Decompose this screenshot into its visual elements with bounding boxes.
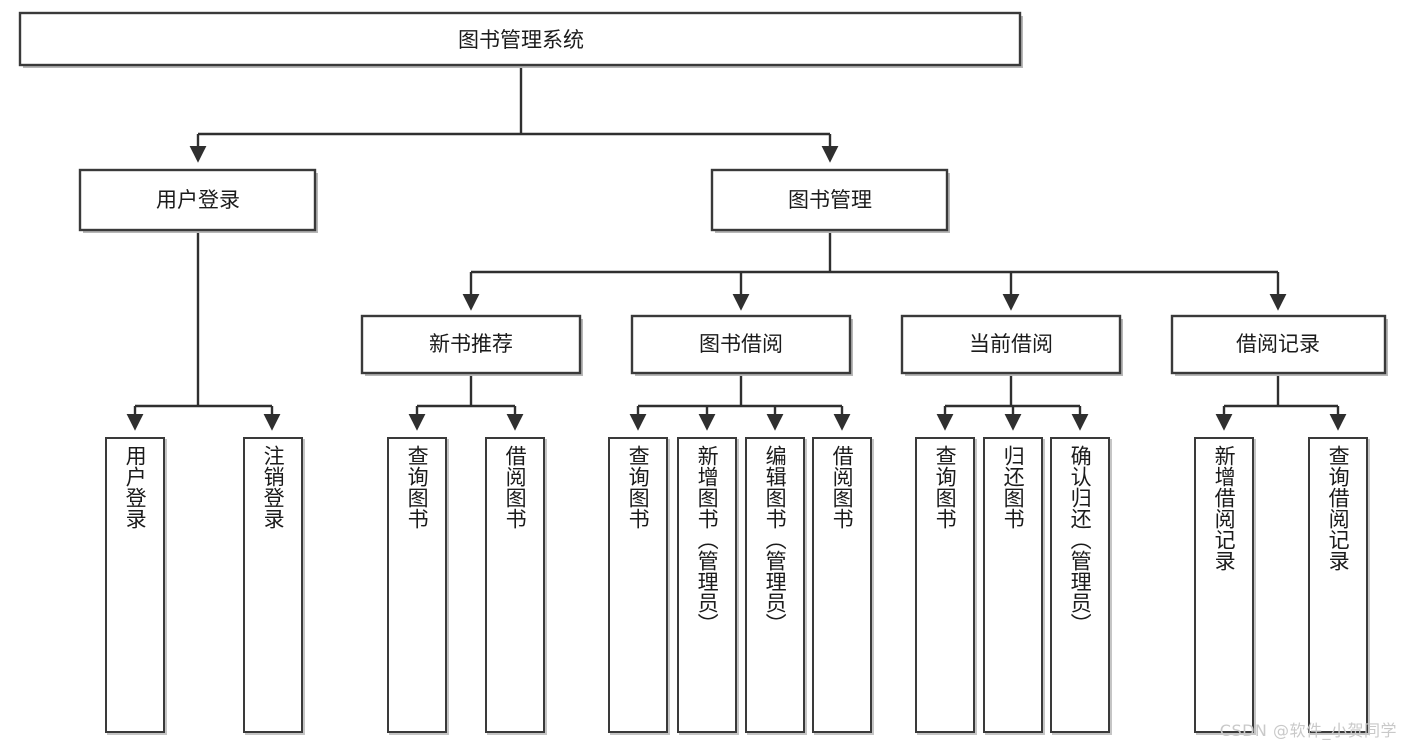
leaf-node-logout-login[interactable]: 注销登录 (243, 437, 303, 733)
leaf-node-user-login[interactable]: 用户登录 (105, 437, 165, 733)
connector-group-borrow-record (1215, 375, 1347, 431)
leaf-label: 新增借阅记录 (1212, 445, 1237, 571)
leaf-label: 查询借阅记录 (1326, 445, 1351, 571)
leaf-node-edit-book-admin[interactable]: 编辑图书（管理员） (745, 437, 805, 733)
node-new-book-recommend-box (360, 314, 582, 375)
node-book-borrow-label: 图书借阅 (699, 332, 783, 356)
leaf-label: 确认归还（管理员） (1068, 445, 1093, 634)
connector-group-book-manage (462, 232, 1287, 311)
connector-group-new-book-recommend (408, 375, 524, 431)
node-root-label: 图书管理系统 (458, 28, 584, 52)
leaf-node-query-book-bb[interactable]: 查询图书 (608, 437, 668, 733)
node-current-borrow-box (900, 314, 1122, 375)
leaf-node-add-book-admin[interactable]: 新增图书（管理员） (677, 437, 737, 733)
node-user-login-box (78, 168, 317, 232)
leaf-node-query-book-cb[interactable]: 查询图书 (915, 437, 975, 733)
node-root-box (18, 11, 1022, 67)
node-book-manage-label: 图书管理 (788, 188, 872, 212)
leaf-node-borrow-book-nbr[interactable]: 借阅图书 (485, 437, 545, 733)
node-root[interactable]: 图书管理系统 (18, 11, 1023, 68)
leaf-label: 借阅图书 (503, 445, 528, 529)
node-current-borrow[interactable]: 当前借阅 (900, 314, 1123, 376)
node-book-borrow[interactable]: 图书借阅 (630, 314, 853, 376)
leaf-node-return-book[interactable]: 归还图书 (983, 437, 1043, 733)
leaf-label: 新增图书（管理员） (695, 445, 720, 634)
connector-group-user-login (126, 232, 281, 431)
leaf-node-query-borrow-record[interactable]: 查询借阅记录 (1308, 437, 1368, 733)
leaf-node-add-borrow-record[interactable]: 新增借阅记录 (1194, 437, 1254, 733)
node-book-manage[interactable]: 图书管理 (710, 168, 950, 233)
node-user-login-label: 用户登录 (156, 188, 240, 212)
leaf-label: 编辑图书（管理员） (763, 445, 788, 634)
leaf-label: 借阅图书 (830, 445, 855, 529)
node-borrow-record-box (1170, 314, 1387, 375)
leaf-label: 查询图书 (626, 445, 651, 529)
csdn-watermark: CSDN @软件_小贺同学 (1219, 721, 1397, 740)
node-current-borrow-label: 当前借阅 (969, 332, 1053, 356)
connector-group-root (189, 68, 839, 163)
node-book-borrow-box (630, 314, 852, 375)
node-borrow-record[interactable]: 借阅记录 (1170, 314, 1388, 376)
node-borrow-record-label: 借阅记录 (1236, 332, 1320, 356)
node-new-book-recommend-label: 新书推荐 (429, 332, 513, 356)
leaf-label: 查询图书 (933, 445, 958, 529)
leaf-label: 注销登录 (261, 445, 286, 529)
node-book-manage-box (710, 168, 949, 232)
leaf-node-borrow-book-bb[interactable]: 借阅图书 (812, 437, 872, 733)
connector-group-current-borrow (936, 375, 1089, 431)
node-user-login[interactable]: 用户登录 (78, 168, 318, 233)
leaf-node-query-book-nbr[interactable]: 查询图书 (387, 437, 447, 733)
leaf-label: 查询图书 (405, 445, 430, 529)
leaf-label: 归还图书 (1001, 445, 1026, 529)
connector-group-book-borrow (629, 375, 851, 431)
leaf-label: 用户登录 (123, 445, 148, 529)
leaf-node-confirm-return-admin[interactable]: 确认归还（管理员） (1050, 437, 1110, 733)
node-new-book-recommend[interactable]: 新书推荐 (360, 314, 583, 376)
